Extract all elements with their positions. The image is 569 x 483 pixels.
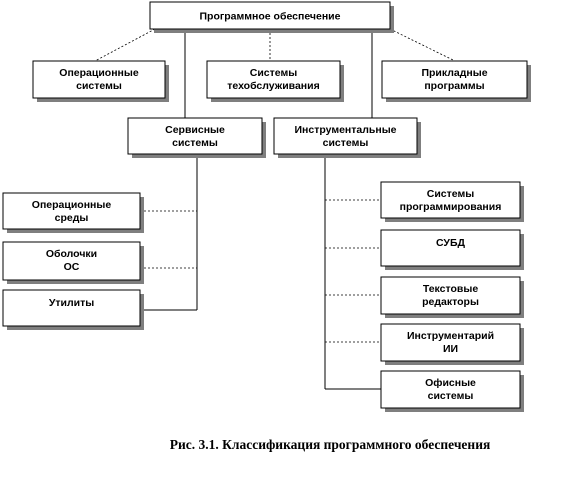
box-frame — [380, 276, 521, 315]
box-label-line: редакторы — [422, 296, 479, 308]
box-label-line: СУБД — [436, 237, 466, 249]
box-frame — [2, 241, 141, 281]
connector-root-applied — [389, 28, 456, 62]
box-label-line: Системы — [250, 67, 297, 79]
box-frame — [32, 60, 166, 99]
box-label-line: системы — [76, 80, 122, 92]
root-box: Программное обеспечение — [149, 1, 394, 33]
box-frame — [380, 229, 521, 267]
box-label-line: ОС — [64, 261, 80, 273]
box-label-line: Текстовые — [423, 283, 479, 295]
box-label-line: Системы — [427, 188, 474, 200]
diagram-boxes: Программное обеспечениеОперационныесисте… — [2, 1, 531, 412]
box-label-line: Сервисные — [165, 124, 225, 136]
box-frame — [2, 289, 141, 327]
box-label-line: программирования — [400, 201, 502, 213]
utilities-box: Утилиты — [2, 289, 144, 330]
box-frame — [149, 1, 391, 30]
box-label-line: Офисные — [425, 377, 476, 389]
box-frame — [380, 181, 521, 219]
box-label-line: среды — [55, 212, 89, 224]
connector-root-os — [94, 28, 156, 62]
box-frame — [380, 323, 521, 362]
box-label-line: ИИ — [443, 343, 458, 355]
box-label-line: Оболочки — [46, 248, 97, 260]
box-frame — [206, 60, 341, 99]
dbms-box: СУБД — [380, 229, 524, 270]
box-label-line: Операционные — [59, 67, 139, 79]
box-frame — [381, 60, 528, 99]
box-label-line: Операционные — [32, 199, 112, 211]
box-label-line: системы — [323, 137, 369, 149]
box-label-line: Инструментарий — [407, 330, 494, 342]
box-label-line: Утилиты — [49, 297, 94, 309]
box-label-line: Программное обеспечение — [200, 11, 341, 23]
box-label-line: системы — [428, 390, 474, 402]
connector-lines — [94, 28, 456, 390]
figure-caption: Рис. 3.1. Классификация программного обе… — [170, 437, 491, 452]
box-frame — [2, 192, 141, 230]
box-frame — [273, 117, 418, 155]
box-label-line: системы — [172, 137, 218, 149]
box-label-line: техобслуживания — [227, 80, 320, 92]
box-label-line: программы — [424, 80, 484, 92]
box-label-line: Прикладные — [421, 67, 487, 79]
box-frame — [127, 117, 263, 155]
box-frame — [380, 370, 521, 409]
box-label-line: Инструментальные — [294, 124, 396, 136]
